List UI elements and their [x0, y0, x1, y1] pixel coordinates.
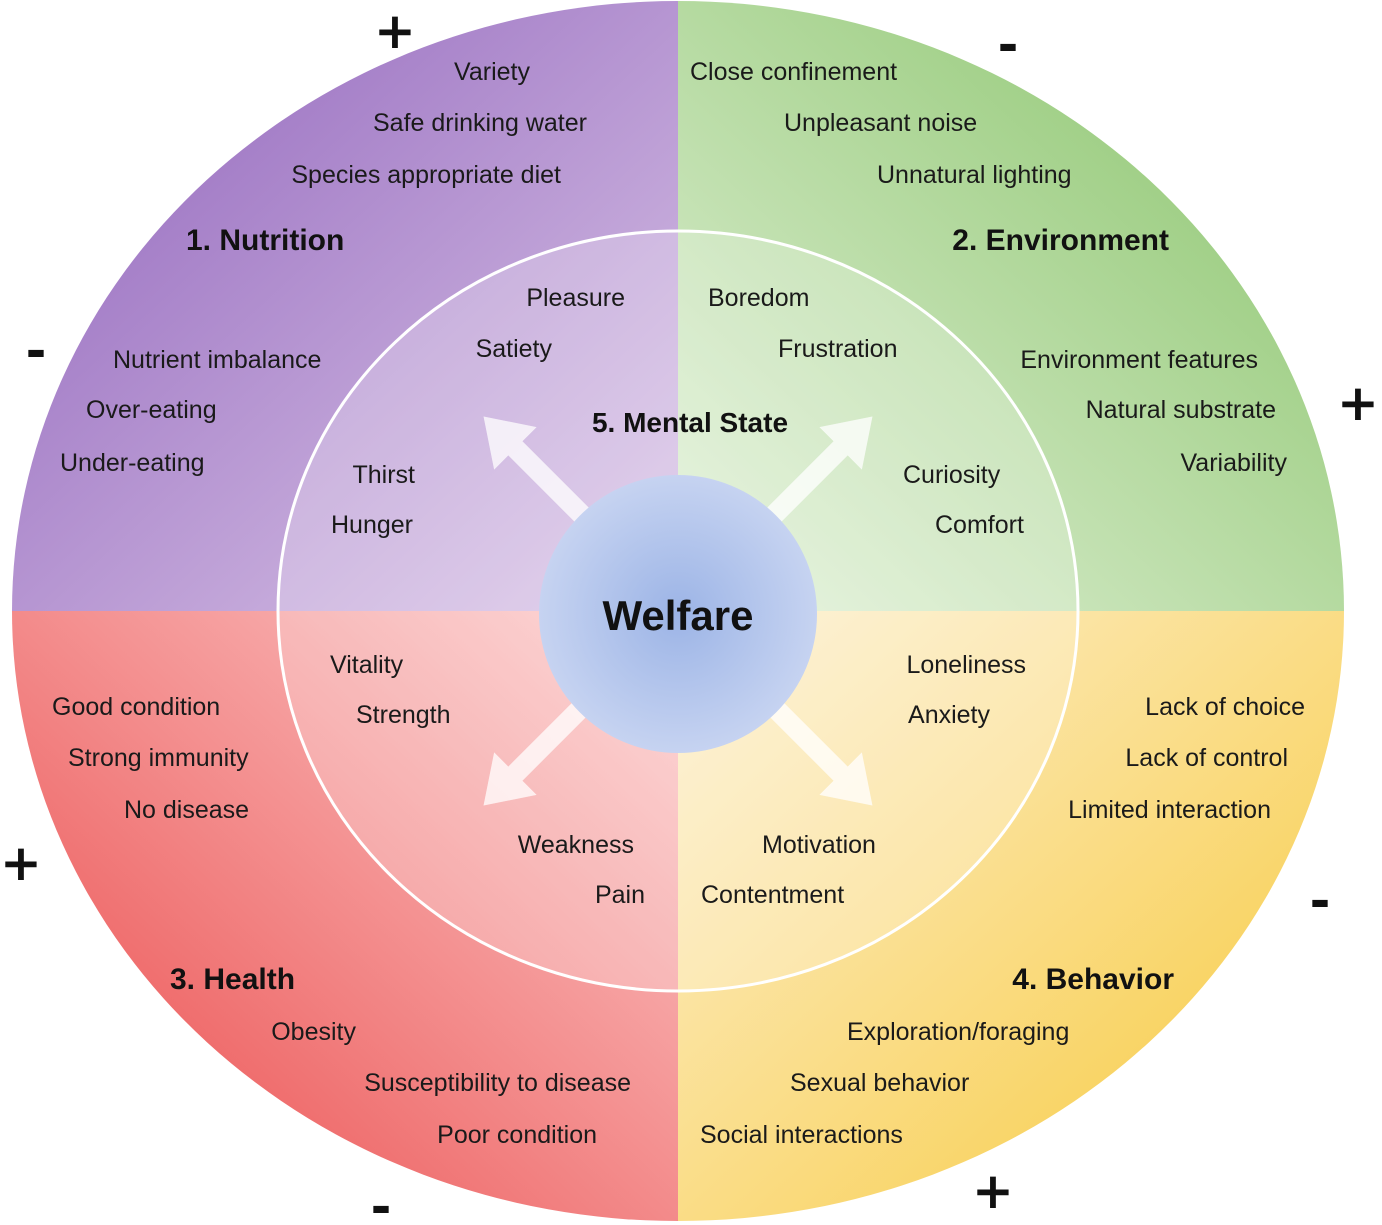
behavior-minus-sign: -	[1310, 872, 1331, 930]
welfare-circle	[539, 475, 817, 753]
health-negative-item: Obesity	[271, 1018, 356, 1046]
nutrition-title: 1. Nutrition	[186, 224, 344, 257]
health-plus-sign: +	[0, 834, 42, 892]
health-positive-item: Good condition	[52, 693, 220, 721]
environment-positive-item: Environment features	[1020, 346, 1258, 374]
environment-negative-item: Unpleasant noise	[784, 109, 977, 137]
mental-item: Satiety	[476, 335, 553, 363]
nutrition-negative-item: Nutrient imbalance	[113, 346, 321, 374]
mental-item: Frustration	[778, 335, 897, 363]
behavior-positive-item: Sexual behavior	[790, 1069, 969, 1097]
behavior-negative-item: Lack of control	[1125, 744, 1288, 772]
mental-item: Weakness	[518, 831, 634, 859]
health-minus-sign: -	[371, 1178, 392, 1225]
environment-positive-item: Variability	[1180, 449, 1287, 477]
environment-negative-item: Unnatural lighting	[877, 161, 1072, 189]
health-positive-item: Strong immunity	[68, 744, 249, 772]
nutrition-positive-item: Species appropriate diet	[291, 161, 561, 189]
nutrition-positive-item: Safe drinking water	[373, 109, 587, 137]
mental-item: Thirst	[353, 461, 416, 489]
health-positive-item: No disease	[124, 796, 249, 824]
mental-state-title: 5. Mental State	[592, 407, 788, 438]
behavior-plus-sign: +	[972, 1162, 1014, 1220]
behavior-positive-item: Social interactions	[700, 1121, 903, 1149]
behavior-positive-item: Exploration/foraging	[847, 1018, 1069, 1046]
environment-positive-item: Natural substrate	[1086, 396, 1276, 424]
mental-item: Strength	[356, 701, 451, 729]
nutrition-positive-item: Variety	[454, 58, 530, 86]
mental-item: Loneliness	[906, 651, 1026, 679]
environment-minus-sign: -	[998, 16, 1019, 74]
mental-item: Curiosity	[903, 461, 1001, 489]
nutrition-negative-item: Over-eating	[86, 396, 217, 424]
nutrition-plus-sign: +	[374, 2, 416, 60]
behavior-negative-item: Lack of choice	[1145, 693, 1305, 721]
behavior-title: 4. Behavior	[1012, 963, 1174, 996]
environment-title: 2. Environment	[952, 224, 1169, 257]
welfare-label: Welfare	[603, 592, 754, 639]
mental-item: Pain	[595, 881, 645, 909]
mental-item: Boredom	[708, 284, 809, 312]
environment-negative-item: Close confinement	[690, 58, 897, 86]
mental-item: Anxiety	[908, 701, 990, 729]
health-negative-item: Susceptibility to disease	[364, 1069, 631, 1097]
health-title: 3. Health	[170, 963, 295, 996]
nutrition-minus-sign: -	[26, 322, 47, 380]
mental-item: Contentment	[701, 881, 844, 909]
mental-item: Hunger	[331, 511, 413, 539]
mental-item: Comfort	[935, 511, 1024, 539]
nutrition-negative-item: Under-eating	[60, 449, 205, 477]
mental-item: Vitality	[330, 651, 404, 679]
mental-item: Motivation	[762, 831, 876, 859]
mental-item: Pleasure	[526, 284, 625, 312]
environment-plus-sign: +	[1337, 374, 1379, 432]
behavior-negative-item: Limited interaction	[1068, 796, 1271, 824]
health-negative-item: Poor condition	[437, 1121, 597, 1149]
